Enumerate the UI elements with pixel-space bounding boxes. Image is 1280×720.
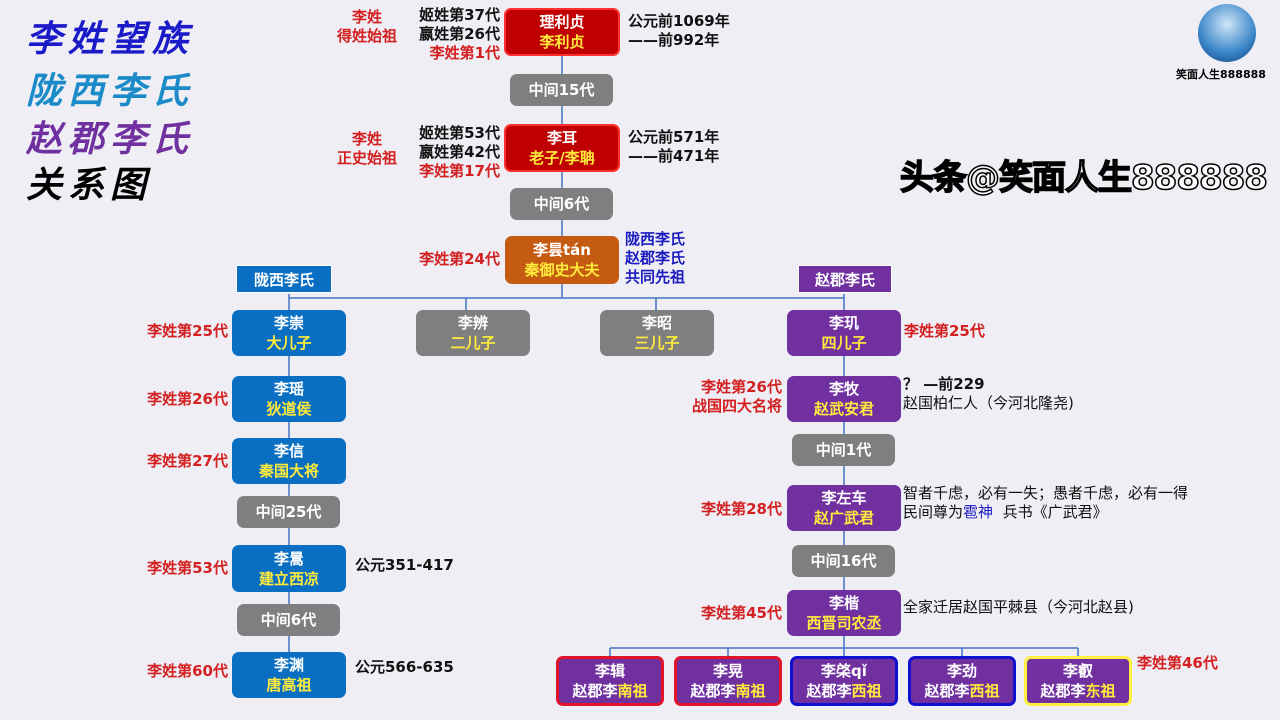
gap-node[interactable]: 中间25代: [237, 496, 340, 528]
gen-label: 李姓第26代: [147, 390, 228, 408]
node-grandson[interactable]: 李晃赵郡李南祖: [674, 656, 782, 706]
title-line-4: 关系图: [26, 164, 153, 206]
gen-label: 姬姓第37代嬴姓第26代李姓第1代: [419, 6, 500, 62]
gen-label: 李姓第53代: [147, 559, 228, 577]
node-li-yao[interactable]: 李瑶狄道侯: [232, 376, 346, 422]
gen-label: 李姓第26代战国四大名将: [691, 378, 782, 415]
node-grandson[interactable]: 李叡赵郡李东祖: [1024, 656, 1132, 706]
gen-label: 李姓第45代: [701, 604, 782, 622]
node-li-gao[interactable]: 李暠建立西凉: [232, 545, 346, 592]
gen-label: 李姓第60代: [147, 662, 228, 680]
node-son-3[interactable]: 李昭三儿子: [600, 310, 714, 356]
gen-label: 李姓第25代: [147, 322, 228, 340]
node-li-kai[interactable]: 李楷西晋司农丞: [787, 590, 901, 636]
node-grandson[interactable]: 李劲赵郡李西祖: [908, 656, 1016, 706]
node-li-xin[interactable]: 李信秦国大将: [232, 438, 346, 484]
node-son-2[interactable]: 李辨二儿子: [416, 310, 530, 356]
node-li-er[interactable]: 李耳老子/李聃: [504, 124, 620, 172]
node-son-1[interactable]: 李崇大儿子: [232, 310, 346, 356]
avatar-caption: 笑面人生888888: [1176, 68, 1266, 81]
gap-node[interactable]: 中间15代: [510, 74, 613, 106]
node-li-mu[interactable]: 李牧赵武安君: [787, 376, 901, 422]
date-label: 公元566-635: [355, 658, 454, 676]
gap-node[interactable]: 中间6代: [510, 188, 613, 220]
title-line-3: 赵郡李氏: [26, 118, 195, 160]
node-li-zuoche[interactable]: 李左车赵广武君: [787, 485, 901, 531]
label: 李姓正史始祖: [336, 130, 397, 167]
gap-node[interactable]: 中间1代: [792, 434, 895, 466]
gen-label: 李姓第24代: [419, 250, 500, 268]
gen-label: 李姓第46代: [1137, 654, 1218, 672]
node-li-yuan[interactable]: 李渊唐高祖: [232, 652, 346, 698]
avatar[interactable]: [1198, 4, 1256, 62]
gen-label: 李姓第25代: [904, 322, 985, 340]
date-label: 公元351-417: [355, 556, 454, 574]
gen-label: 李姓第28代: [701, 500, 782, 518]
header-zhaojun: 赵郡李氏: [798, 265, 892, 293]
date-label: 公元前1069年——前992年: [628, 12, 730, 49]
note-label: 陇西李氏赵郡李氏共同先祖: [625, 230, 686, 286]
node-son-4[interactable]: 李玑四儿子: [787, 310, 901, 356]
note-label: 智者千虑，必有一失；愚者千虑，必有一得民间尊为雹神 兵书《广武君》: [903, 484, 1189, 521]
watermark: 头条@笑面人生888888: [899, 157, 1268, 199]
header-longxi: 陇西李氏: [236, 265, 332, 293]
gen-label: 姬姓第53代嬴姓第42代李姓第17代: [419, 124, 500, 180]
title-line-2: 陇西李氏: [26, 70, 195, 112]
label: 李姓得姓始祖: [336, 8, 397, 45]
date-label: 公元前571年——前471年: [628, 128, 720, 165]
node-grandson[interactable]: 李辑赵郡李南祖: [556, 656, 664, 706]
gap-node[interactable]: 中间16代: [792, 545, 895, 577]
node-li-lizhen[interactable]: 理利贞李利贞: [504, 8, 620, 56]
gap-node[interactable]: 中间6代: [237, 604, 340, 636]
title-line-1: 李姓望族: [26, 18, 195, 60]
note-label: 全家迁居赵国平棘县（今河北赵县): [903, 598, 1134, 616]
gen-label: 李姓第27代: [147, 452, 228, 470]
